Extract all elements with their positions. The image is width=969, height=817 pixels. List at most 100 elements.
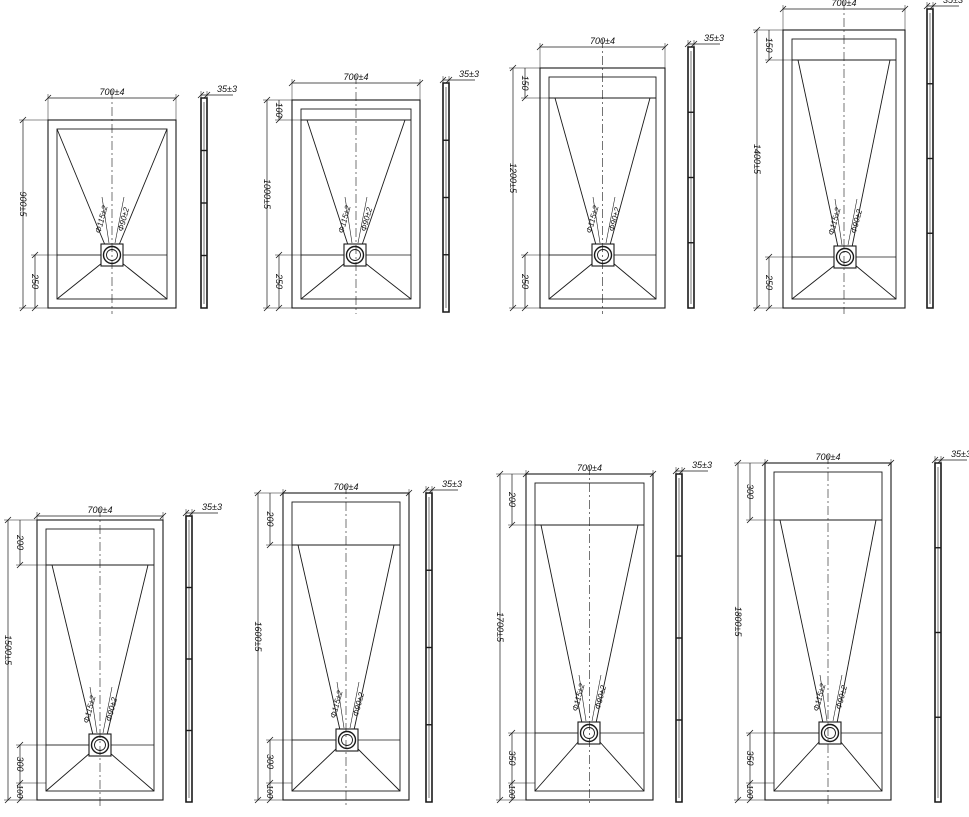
- dimension-tick: [678, 467, 686, 475]
- dimension-tick: [779, 5, 787, 13]
- drain-diameter-label: Φ115±2: [585, 204, 601, 234]
- drain-leader: [832, 674, 843, 722]
- slope-line: [300, 262, 346, 300]
- length-dimension-label: 1000±5: [262, 179, 272, 210]
- dimension-tick: [445, 76, 453, 84]
- dimension-tick: [275, 304, 283, 312]
- dimension-tick: [275, 116, 283, 124]
- thickness-dimension-label: 35±3: [459, 69, 479, 79]
- length-dimension-label: 1200±5: [508, 163, 518, 194]
- side-profile: [425, 492, 433, 803]
- dimension-tick: [4, 516, 12, 524]
- dimension-tick: [734, 796, 742, 804]
- slope-line: [797, 59, 839, 248]
- side-profile-outline: [442, 82, 450, 313]
- dimension-tick: [521, 94, 529, 102]
- top-dimension-label: 150: [520, 75, 530, 90]
- side-profile: [926, 8, 934, 309]
- thickness-dimension-label: 35±3: [943, 0, 963, 5]
- grate-diameter-label: Φ90±2: [351, 691, 366, 717]
- dimension-tick: [684, 40, 692, 48]
- dimension-tick: [263, 304, 271, 312]
- dimension-tick: [16, 741, 24, 749]
- drain-inner-circle: [839, 251, 851, 263]
- dimension-tick: [197, 91, 205, 99]
- dimension-tick: [509, 304, 517, 312]
- end-dimension-label: 100: [265, 785, 274, 799]
- thickness-dimension-label: 35±3: [217, 84, 237, 94]
- dimension-tick: [901, 5, 909, 13]
- dimension-tick: [746, 729, 754, 737]
- bottom-dimension-label: 350: [507, 750, 517, 765]
- drain-leader: [357, 196, 368, 244]
- dimension-tick: [263, 96, 271, 104]
- slope-line: [109, 752, 155, 792]
- dimension-tick: [266, 736, 274, 744]
- width-dimension-label: 700±4: [334, 482, 359, 492]
- side-profile: [200, 97, 208, 309]
- dimension-tick: [182, 509, 190, 517]
- grate-diameter-label: Φ90±2: [834, 684, 849, 710]
- drain-leader: [591, 674, 602, 722]
- drain-leader: [834, 198, 843, 246]
- drain-diameter-label: Φ115±2: [827, 206, 843, 236]
- drain-leader: [344, 196, 353, 244]
- dimension-tick: [405, 489, 413, 497]
- length-dimension-label: 1800±5: [733, 607, 743, 638]
- slope-line: [56, 262, 103, 300]
- dimension-tick: [19, 304, 27, 312]
- side-profile-outline: [926, 8, 934, 309]
- dimension-tick: [753, 26, 761, 34]
- thickness-dimension-label: 35±3: [692, 460, 712, 470]
- top-dimension-label: 200: [265, 510, 275, 526]
- dimension-tick: [254, 489, 262, 497]
- dimension-tick: [4, 796, 12, 804]
- drain-leader: [102, 686, 113, 734]
- dimension-tick: [254, 796, 262, 804]
- drain-diameter-label: Φ115±2: [812, 682, 828, 712]
- width-dimension-label: 700±4: [590, 36, 615, 46]
- dimension-tick: [496, 796, 504, 804]
- dimension-tick: [439, 76, 447, 84]
- thickness-dimension-label: 35±3: [442, 479, 462, 489]
- side-profile: [687, 46, 695, 309]
- length-dimension-label: 900±5: [18, 192, 28, 218]
- drain-outer-circle: [337, 730, 357, 750]
- width-dimension-label: 700±4: [88, 505, 113, 515]
- dimension-tick: [508, 521, 516, 529]
- top-dimension-label: 200: [507, 491, 517, 507]
- dimension-tick: [521, 304, 529, 312]
- dimension-tick: [422, 486, 430, 494]
- slope-line: [540, 524, 583, 724]
- dimension-tick: [753, 304, 761, 312]
- dimension-tick: [521, 251, 529, 259]
- drain-inner-circle: [349, 249, 361, 261]
- dimension-tick: [203, 91, 211, 99]
- side-profile: [442, 82, 450, 313]
- slope-line: [121, 262, 168, 300]
- drain-inner-circle: [341, 734, 353, 746]
- length-dimension-label: 1700±5: [495, 612, 505, 643]
- slope-line: [306, 119, 349, 246]
- dimension-tick: [672, 467, 680, 475]
- slope-line: [773, 740, 821, 792]
- length-dimension-label: 1500±5: [3, 635, 13, 666]
- dimension-tick: [746, 796, 754, 804]
- dimension-tick: [416, 79, 424, 87]
- dimension-tick: [649, 470, 657, 478]
- bottom-dimension-label: 350: [745, 750, 755, 765]
- drain-outer-circle: [820, 723, 840, 743]
- end-dimension-label: 100: [745, 785, 754, 799]
- slope-line: [364, 262, 412, 300]
- dimension-tick: [428, 486, 436, 494]
- dimension-tick: [266, 796, 274, 804]
- slope-line: [779, 519, 824, 724]
- dimension-tick: [496, 470, 504, 478]
- slope-line: [839, 740, 883, 792]
- dimension-tick: [188, 509, 196, 517]
- bottom-dimension-label: 250: [764, 274, 774, 290]
